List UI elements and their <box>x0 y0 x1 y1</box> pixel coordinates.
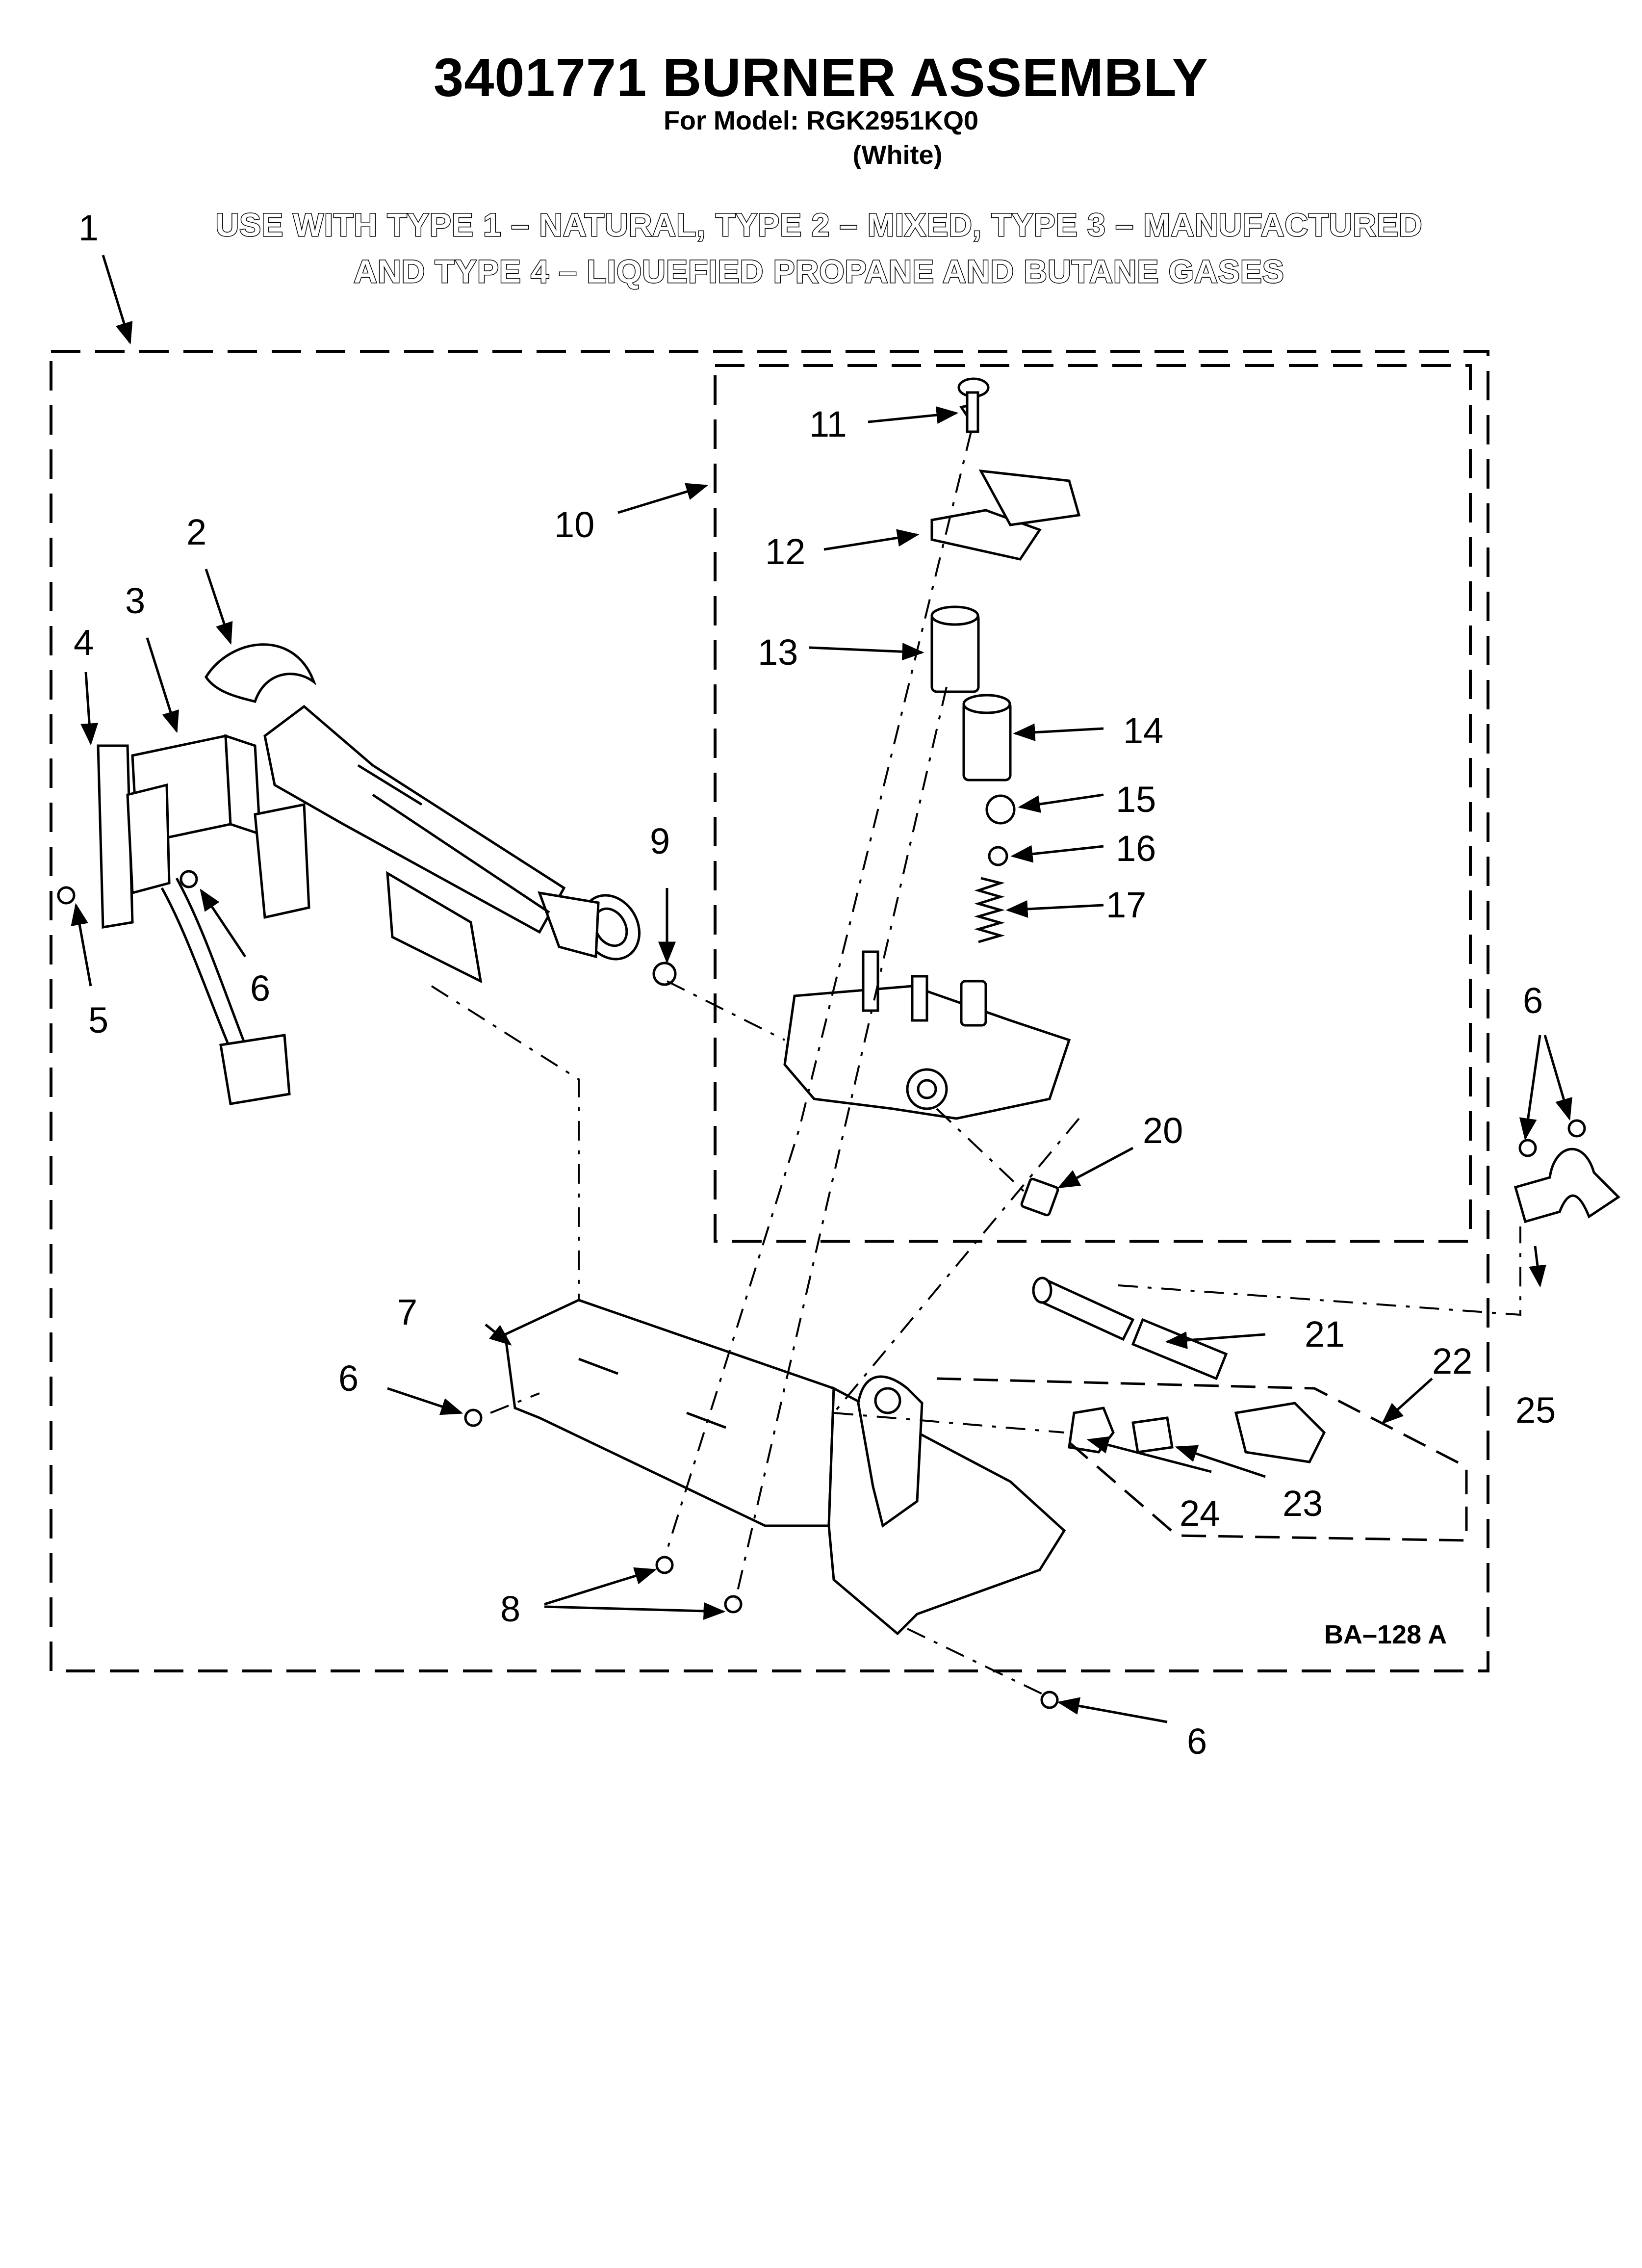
screw-part-8b <box>724 1595 743 1614</box>
callout-24: 24 <box>1180 1493 1220 1534</box>
drawing-code: BA–128 A <box>1324 1620 1447 1649</box>
fitting-group-boundary <box>936 1377 1468 1542</box>
usage-note-line-2: AND TYPE 4 – LIQUEFIED PROPANE AND BUTAN… <box>353 253 1285 290</box>
cap-part-16 <box>988 846 1008 866</box>
callout-11: 11 <box>809 404 847 444</box>
valve-assembly-boundary <box>714 364 1472 1243</box>
clamp-part-25 <box>1514 1147 1620 1224</box>
callout-13: 13 <box>758 632 798 673</box>
spring-part-17 <box>974 877 1005 943</box>
model-label: For Model: RGK2951KQ0 <box>663 106 979 135</box>
callout-23: 23 <box>1283 1483 1323 1524</box>
callout-6c: 6 <box>338 1358 359 1399</box>
burner-base-part-7 <box>504 1299 1066 1636</box>
callout-6b: 6 <box>1523 980 1543 1021</box>
callout-16: 16 <box>1116 828 1156 869</box>
callout-7: 7 <box>397 1292 417 1332</box>
color-label: (White) <box>852 140 943 170</box>
nut-part-9 <box>652 962 677 986</box>
assembly-lines <box>431 431 1521 1698</box>
tube-bracket <box>386 871 483 984</box>
callout-3: 3 <box>125 580 145 621</box>
screw-part-6-left <box>180 870 198 888</box>
assembly-boundary <box>50 350 1489 1672</box>
usage-note-line-1: USE WITH TYPE 1 – NATURAL, TYPE 2 – MIXE… <box>215 206 1423 244</box>
callout-leaders <box>71 255 1572 1723</box>
orifice-part-23 <box>1131 1416 1174 1454</box>
callout-8: 8 <box>500 1589 520 1629</box>
callout-25: 25 <box>1515 1390 1556 1431</box>
wire-connector-part-20 <box>1020 1177 1059 1217</box>
callout-14: 14 <box>1123 710 1163 751</box>
screws <box>57 870 1586 1709</box>
fitting-part-22 <box>1234 1402 1326 1463</box>
burner-tube-part-2 <box>205 643 641 961</box>
callout-21: 21 <box>1305 1314 1345 1355</box>
page-title: 3401771 BURNER ASSEMBLY <box>434 48 1208 108</box>
regulator-part-15 <box>985 794 1016 825</box>
callout-6d: 6 <box>1187 1721 1207 1762</box>
callout-22: 22 <box>1432 1341 1472 1382</box>
gas-fittings <box>1032 1277 1326 1463</box>
screw-part-8a <box>655 1556 674 1574</box>
callout-17: 17 <box>1106 885 1146 925</box>
callout-9: 9 <box>650 821 670 861</box>
screw-part-6-bottom <box>1040 1691 1059 1709</box>
ignitor-part-4 <box>97 744 291 1105</box>
callout-12: 12 <box>765 531 805 572</box>
callout-2: 2 <box>186 512 206 552</box>
pipe-part-21b <box>1131 1318 1228 1381</box>
callout-numbers: 1 2 3 4 5 6 9 10 11 12 13 14 15 16 17 20… <box>74 208 1556 1762</box>
callout-1: 1 <box>78 208 99 248</box>
callout-6a: 6 <box>250 968 270 1009</box>
callout-4: 4 <box>74 622 94 663</box>
callout-5: 5 <box>88 1000 108 1041</box>
screw-part-6-front <box>464 1408 483 1427</box>
valve-column <box>783 377 1081 1217</box>
callout-15: 15 <box>1116 779 1156 820</box>
callout-20: 20 <box>1143 1110 1183 1151</box>
screw-part-6-clamp-b <box>1567 1119 1586 1138</box>
screw-part-6-clamp-a <box>1518 1139 1537 1157</box>
callout-10: 10 <box>554 504 594 545</box>
screw-part-5 <box>57 886 76 905</box>
